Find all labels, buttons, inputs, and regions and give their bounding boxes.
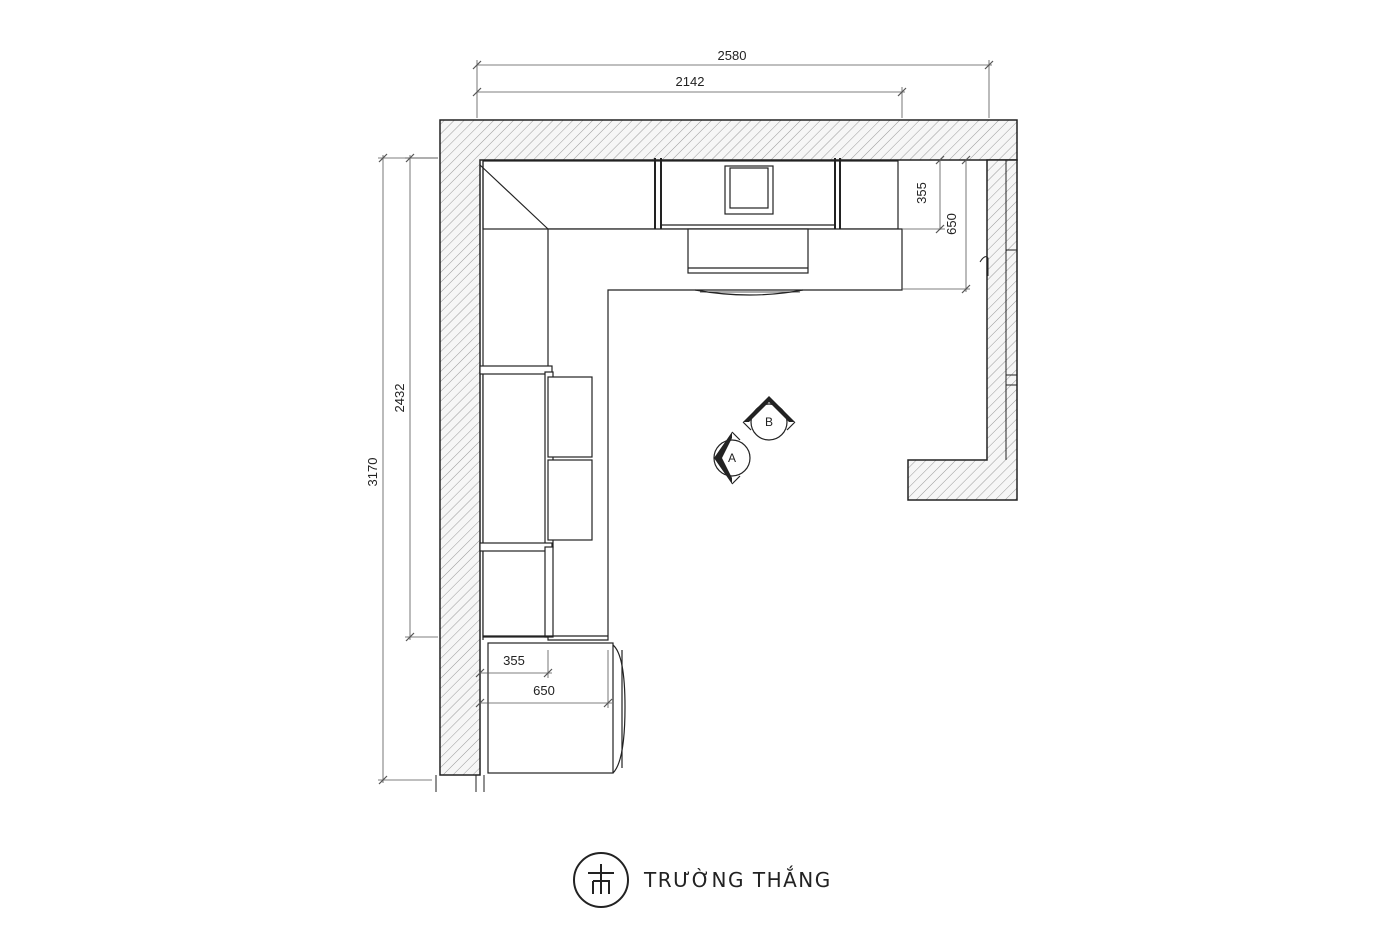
wall-right: [907, 159, 1018, 501]
left-cabinet-run: [479, 161, 608, 640]
cooktop: [687, 228, 809, 274]
dim-label-bottom-base: 650: [533, 683, 555, 698]
left-upper-cabinet-top: [482, 371, 549, 548]
tall-cabinet-a: [547, 376, 593, 458]
top-upper-cabinet-left: [482, 160, 656, 230]
brand-footer: TRƯỜNG THẮNG: [572, 850, 832, 910]
wall-top-left: [439, 119, 1018, 776]
sink-front: [694, 289, 804, 296]
top-base-counter: [547, 228, 903, 641]
dim-label-top-inner: 2142: [676, 74, 705, 89]
marker-a-label: A: [728, 451, 736, 465]
range-hood: [724, 165, 774, 215]
dim-label-right-base: 650: [944, 213, 959, 235]
dimension-lines: [378, 60, 994, 785]
walls: [435, 119, 1018, 792]
dim-label-left-outer: 3170: [365, 458, 380, 487]
refrigerator: [487, 642, 626, 774]
truong-thang-monogram-icon: [573, 852, 629, 908]
top-upper-cabinet-right: [839, 160, 899, 230]
dim-label-left-inner: 2432: [392, 384, 407, 413]
dim-label-top-outer: 2580: [718, 48, 747, 63]
tall-cabinet-b: [547, 459, 593, 541]
marker-b-label: B: [765, 415, 773, 429]
marker-a-arrow-icon: [714, 432, 732, 484]
brand-name: TRƯỜNG THẮNG: [644, 868, 832, 892]
view-marker-a: A: [713, 431, 751, 485]
view-marker-b: B: [742, 396, 796, 441]
marker-b-arrow-icon: [743, 396, 795, 422]
dim-label-right-upper: 355: [914, 182, 929, 204]
left-upper-cabinet-bottom: [482, 546, 549, 638]
dim-label-bottom-upper: 355: [503, 653, 525, 668]
